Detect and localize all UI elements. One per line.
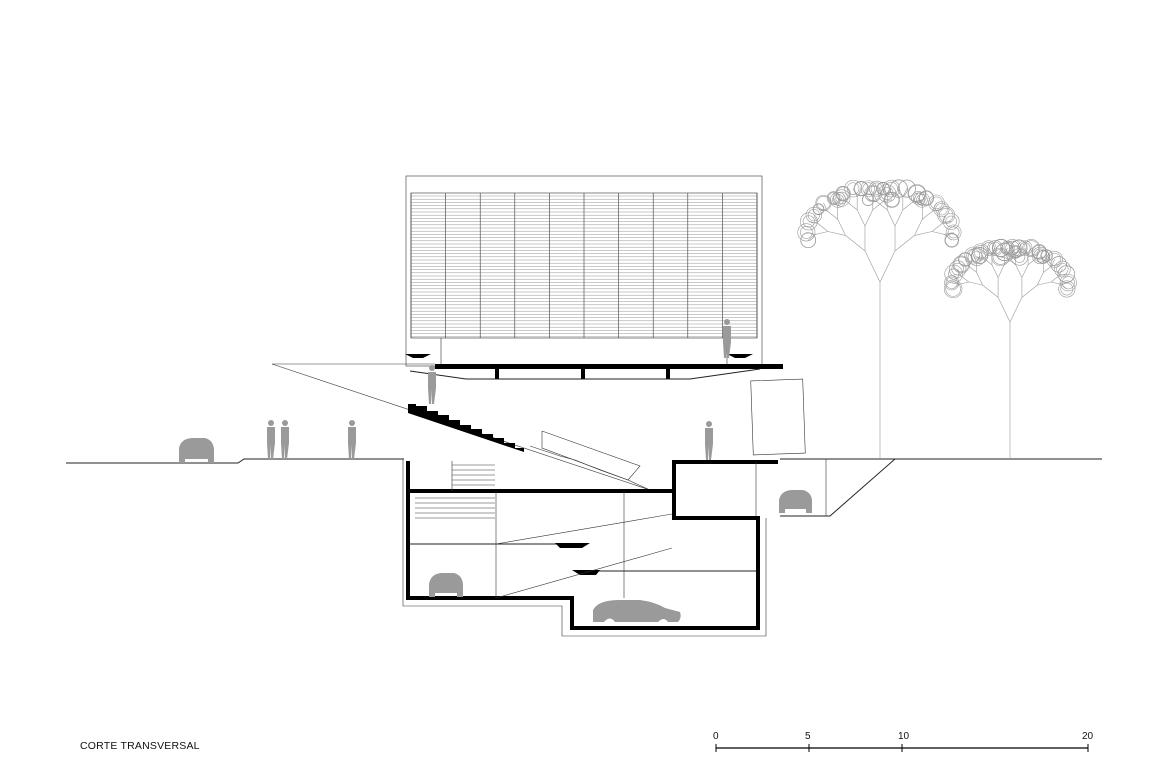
- person-icon: [705, 421, 713, 460]
- person-icon: [723, 319, 731, 358]
- ground-line: [66, 459, 1102, 516]
- person-icon: [348, 420, 356, 459]
- scale-tick-label: 0: [713, 731, 719, 742]
- louver-screen: [411, 193, 757, 364]
- person-icon: [428, 365, 436, 404]
- car-icon: [179, 438, 214, 463]
- scale-bar: 0 5 10 20: [713, 731, 1094, 752]
- tree-icon: [798, 180, 1077, 459]
- stair: [408, 404, 650, 490]
- drawing-title: CORTE TRANSVERSAL: [80, 740, 200, 752]
- person-icon: [267, 420, 275, 459]
- scale-tick-label: 10: [898, 731, 910, 742]
- scale-tick-label: 20: [1082, 731, 1094, 742]
- upper-volume: [406, 176, 762, 366]
- car-icon: [779, 490, 812, 513]
- basement-structure: [403, 379, 805, 636]
- person-icon: [281, 420, 289, 459]
- car-icon: [429, 573, 463, 597]
- car-icon: [593, 600, 681, 622]
- main-slab: [272, 354, 783, 490]
- scale-tick-label: 5: [805, 731, 811, 742]
